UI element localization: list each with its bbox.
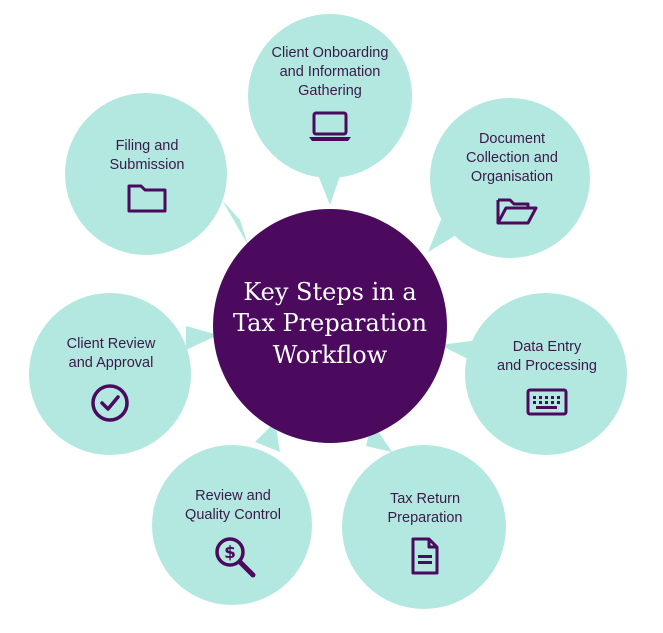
- step-bubble-6: [29, 293, 191, 455]
- step-label-7: Filing and Submission: [109, 138, 185, 173]
- step-label-4: Tax Return Preparation: [387, 491, 463, 526]
- step-bubble-4: [342, 445, 506, 609]
- diagram-title: Key Steps in a Tax Preparation Workflow: [213, 238, 447, 410]
- folder-icon: [127, 184, 167, 213]
- center-circle: [213, 209, 447, 443]
- step-label-6: Client Review and Approval: [66, 336, 156, 371]
- checkmark-circle-icon: [91, 384, 129, 422]
- step-bubble-3: [465, 293, 627, 455]
- laptop-icon: [309, 111, 351, 141]
- bubble-tail-6: [186, 326, 218, 350]
- diagram-title-text: Key Steps in a Tax Preparation Workflow: [232, 278, 428, 369]
- document-icon: [411, 537, 439, 575]
- open-folder-icon: [496, 198, 538, 225]
- bubble-tail-7: [222, 200, 248, 245]
- bubble-tail-5: [255, 422, 280, 452]
- step-bubble-2: [430, 98, 590, 258]
- magnifier-dollar-icon: $: [215, 537, 256, 578]
- keyboard-icon: [526, 388, 568, 416]
- bubble-tail-1: [316, 170, 342, 205]
- step-bubble-5: [152, 445, 312, 605]
- step-label-2: Document Collection and Organisation: [466, 131, 558, 185]
- step-label-5: Review and Quality Control: [185, 488, 281, 523]
- step-label-3: Data Entry and Processing: [497, 339, 597, 374]
- svg-text:$: $: [224, 543, 236, 563]
- step-bubble-7: [65, 93, 227, 255]
- step-label-1: Client Onboarding and Information Gather…: [271, 45, 389, 99]
- step-bubble-1: [248, 14, 412, 178]
